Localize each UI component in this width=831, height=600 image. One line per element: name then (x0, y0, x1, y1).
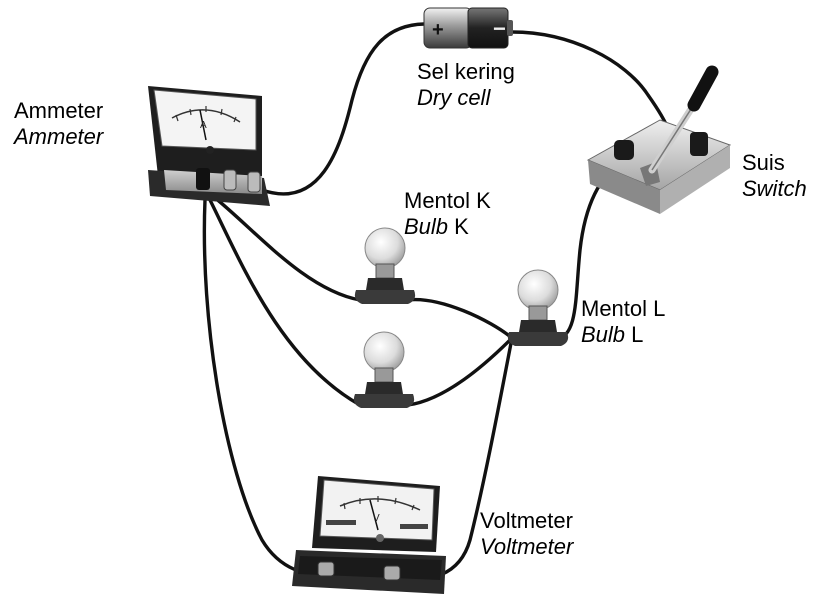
bulb-l-label-english: Bulb L (581, 322, 665, 348)
bulb-k-holder (366, 278, 404, 290)
voltmeter-scale (339, 498, 421, 511)
bulb-k-label-english-letter: K (448, 214, 469, 239)
bulb-k-glass (364, 227, 406, 269)
switch-label: Suis Switch (742, 150, 807, 202)
dry-cell-label: Sel kering Dry cell (417, 59, 515, 111)
bulb-l-label-english-letter: L (625, 322, 644, 347)
bulb-l-label: Mentol L Bulb L (581, 296, 665, 348)
dry-cell-label-malay: Sel kering (417, 59, 515, 84)
ammeter-face (153, 89, 257, 151)
bulb-k-label-english: Bulb K (404, 214, 491, 240)
ammeter-base-panel (164, 170, 262, 194)
positive-terminal-symbol: + (432, 19, 444, 41)
wire-ammeter-to-bulb-lower (208, 198, 362, 407)
wire-ammeter-to-voltmeter (202, 198, 327, 576)
negative-terminal-symbol: − (493, 16, 506, 41)
voltmeter-symbol: V (373, 513, 380, 524)
ammeter-terminal-1 (196, 168, 210, 190)
voltmeter-face (319, 479, 435, 541)
ammeter-label-malay: Ammeter (14, 98, 104, 123)
ammeter-label-english: Ammeter (14, 124, 104, 149)
bulb-l-label-malay: Mentol L (581, 296, 666, 321)
voltmeter-label-malay: Voltmeter (480, 508, 573, 533)
bulb-lower-cap (374, 367, 394, 383)
dry-cell-cap (507, 20, 513, 36)
bulb-l (507, 269, 569, 346)
bulb-k-label-english-italic: Bulb (404, 214, 449, 239)
ammeter-symbol: A (200, 120, 207, 131)
bulb-l-glass (517, 269, 559, 311)
switch-device (586, 65, 732, 214)
switch-base-side (660, 145, 730, 214)
voltmeter-terminal-left (317, 561, 335, 577)
bulb-l-holder (519, 320, 557, 332)
switch-terminal-right (690, 132, 708, 156)
switch-handle (687, 65, 719, 112)
wire-cell-to-switch (510, 30, 670, 130)
wire-ammeter-to-cell (260, 22, 426, 196)
voltmeter-needle (369, 499, 379, 531)
bulb-k-cap (375, 263, 395, 279)
bulb-k-label-malay: Mentol K (404, 188, 491, 213)
dry-cell-label-english: Dry cell (417, 85, 491, 110)
wire-bulb-lower-to-junction (406, 336, 514, 407)
dry-cell: + − (423, 7, 513, 49)
bulb-l-base (507, 332, 569, 346)
switch-base-front (588, 160, 660, 214)
voltmeter-terminal-right (383, 565, 401, 581)
ammeter-device: A (148, 86, 270, 206)
ammeter-label: Ammeter Ammeter (14, 98, 103, 150)
bulb-k-label: Mentol K Bulb K (404, 188, 491, 240)
bulb-lower (353, 331, 415, 408)
voltmeter-device: V (292, 476, 446, 594)
bulb-lower-base (353, 394, 415, 408)
bulb-l-cap (528, 305, 548, 321)
bulb-k-base (354, 290, 416, 304)
ammeter-zero-adjust (206, 146, 214, 154)
bulb-l-label-english-italic: Bulb (581, 322, 626, 347)
wire-bulb-k-to-junction (405, 297, 514, 340)
bulb-lower-glass (363, 331, 405, 373)
ammeter-terminal-3 (247, 171, 261, 193)
voltmeter-zero-adjust (376, 534, 384, 542)
bulb-lower-holder (365, 382, 403, 394)
ammeter-needle (199, 109, 207, 141)
switch-label-english: Switch (742, 176, 807, 201)
voltmeter-label: Voltmeter Voltmeter (480, 508, 573, 560)
switch-terminal-left (614, 140, 634, 160)
ammeter-terminal-2 (223, 169, 237, 191)
voltmeter-label-english: Voltmeter (480, 534, 574, 559)
wire-ammeter-to-bulb-k (212, 195, 362, 302)
bulb-k (354, 227, 416, 304)
switch-label-malay: Suis (742, 150, 785, 175)
